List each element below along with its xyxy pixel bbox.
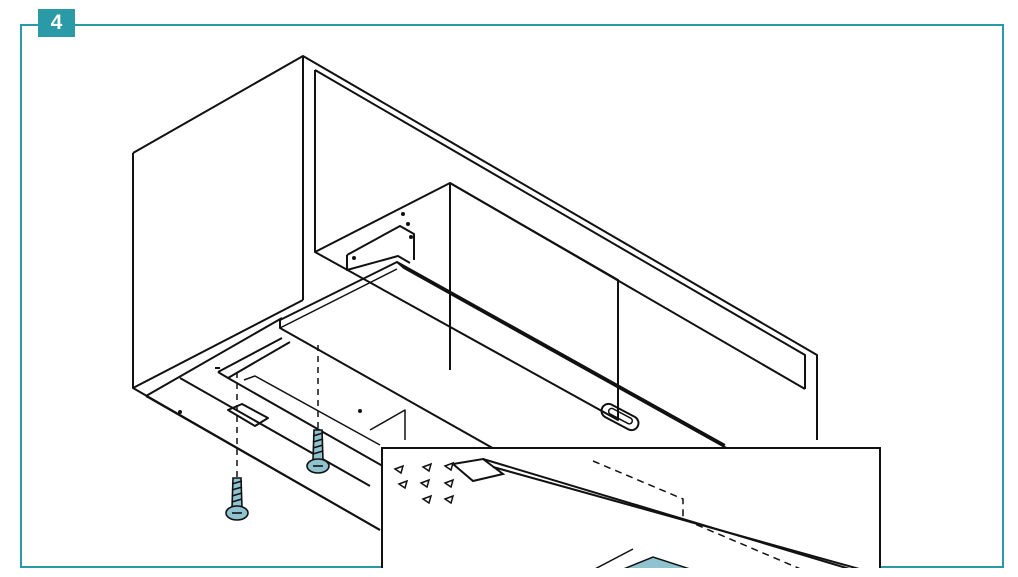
detail-inset bbox=[381, 447, 881, 568]
step-number-badge: 4 bbox=[38, 9, 75, 37]
handle-slot bbox=[600, 402, 640, 432]
detail-inset-drawing bbox=[393, 457, 860, 568]
back-panel bbox=[314, 182, 619, 421]
mounting-bracket bbox=[346, 225, 415, 271]
cabinet-inner-back bbox=[314, 70, 806, 390]
screw-icon bbox=[225, 477, 249, 521]
screw-icon bbox=[306, 429, 330, 474]
cabinet-bottom-edge bbox=[132, 299, 304, 397]
